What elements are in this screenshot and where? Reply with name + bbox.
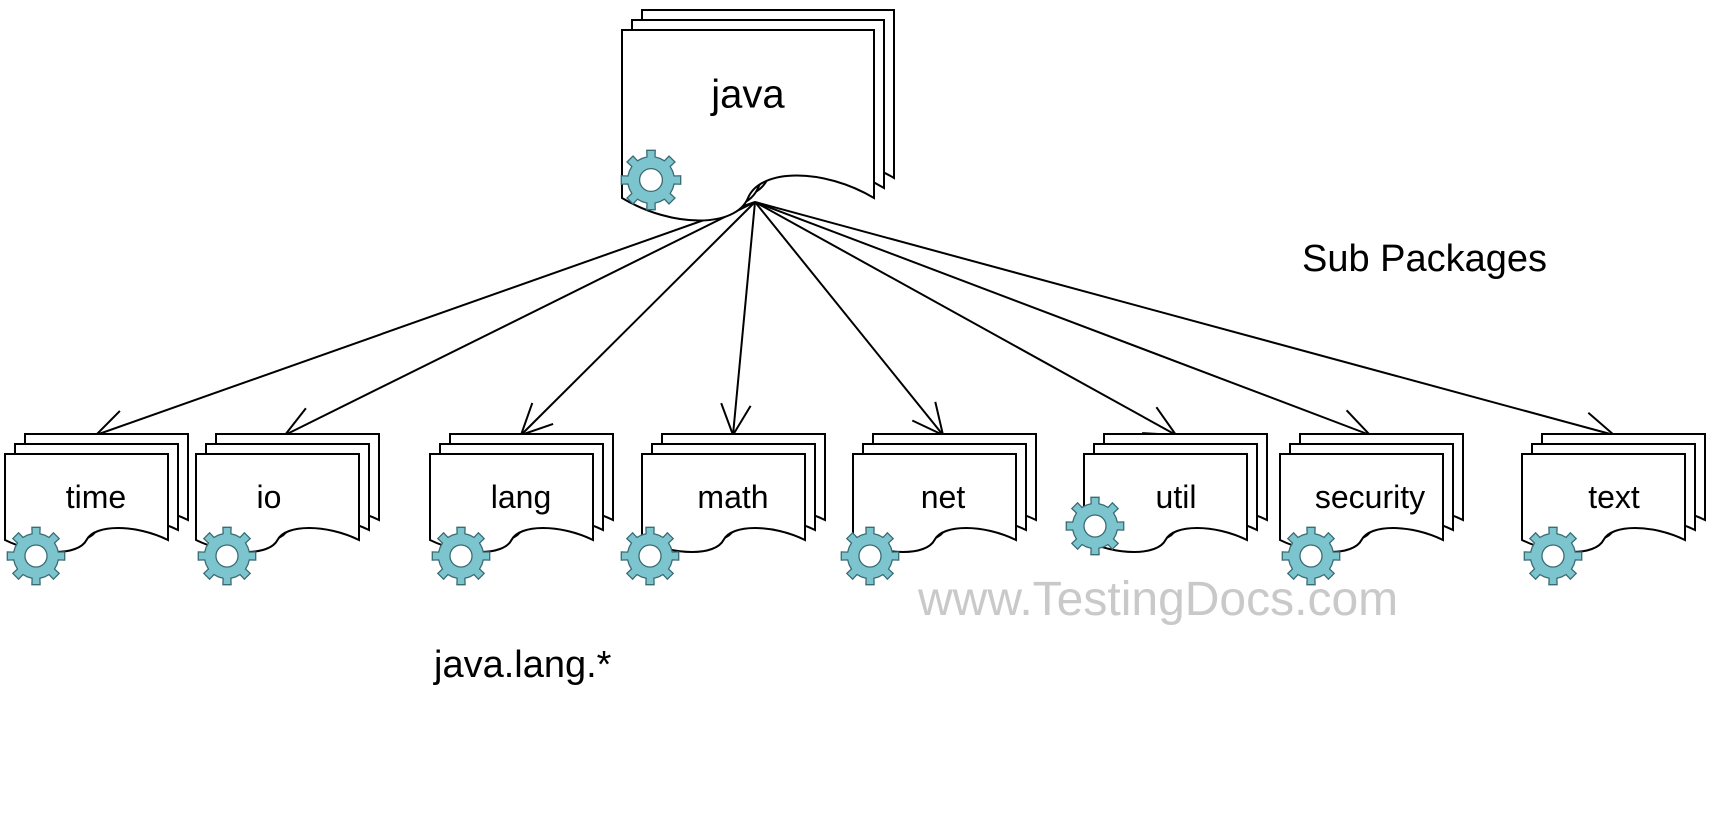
gear-icon [620,149,682,211]
package-java-stack: java [620,9,895,222]
subpackage-text: text [1521,433,1706,586]
arrow-to-math [720,201,756,438]
gear-icon [431,526,491,586]
arrow-to-util [754,201,1179,437]
package-java: java [620,9,895,222]
subpackage-lang: lang [429,433,614,586]
gear-icon [620,526,680,586]
subpackage-security: security [1279,433,1464,586]
sub-packages-label: Sub Packages [1302,238,1548,280]
package-label: time [66,479,126,515]
import-statement: java.lang.* [434,644,612,686]
package-label: net [921,479,966,515]
package-label: java [710,72,785,116]
subpackage-net: net [840,433,1037,586]
gear-icon [197,526,257,586]
package-label: math [697,479,768,515]
package-label: util [1156,479,1197,515]
gear-icon [840,526,900,586]
subpackage-util: util [1065,433,1268,556]
gear-icon [1523,526,1583,586]
package-label: lang [491,479,552,515]
package-label: text [1588,479,1640,515]
subpackage-math: math [620,433,826,586]
arrow-to-lang [519,201,756,437]
arrow-to-io [282,201,756,437]
package-label: security [1315,479,1425,515]
package-label: io [257,479,282,515]
gear-icon [1065,496,1125,556]
gear-icon [1281,526,1341,586]
arrow-to-time [93,201,756,440]
arrow-to-security [754,201,1373,439]
gear-icon [6,526,66,586]
subpackage-group: time io lang math net util security text [4,433,1706,586]
watermark: www.TestingDocs.com [918,573,1399,626]
subpackage-time: time [4,433,189,586]
subpackage-io: io [195,433,380,586]
